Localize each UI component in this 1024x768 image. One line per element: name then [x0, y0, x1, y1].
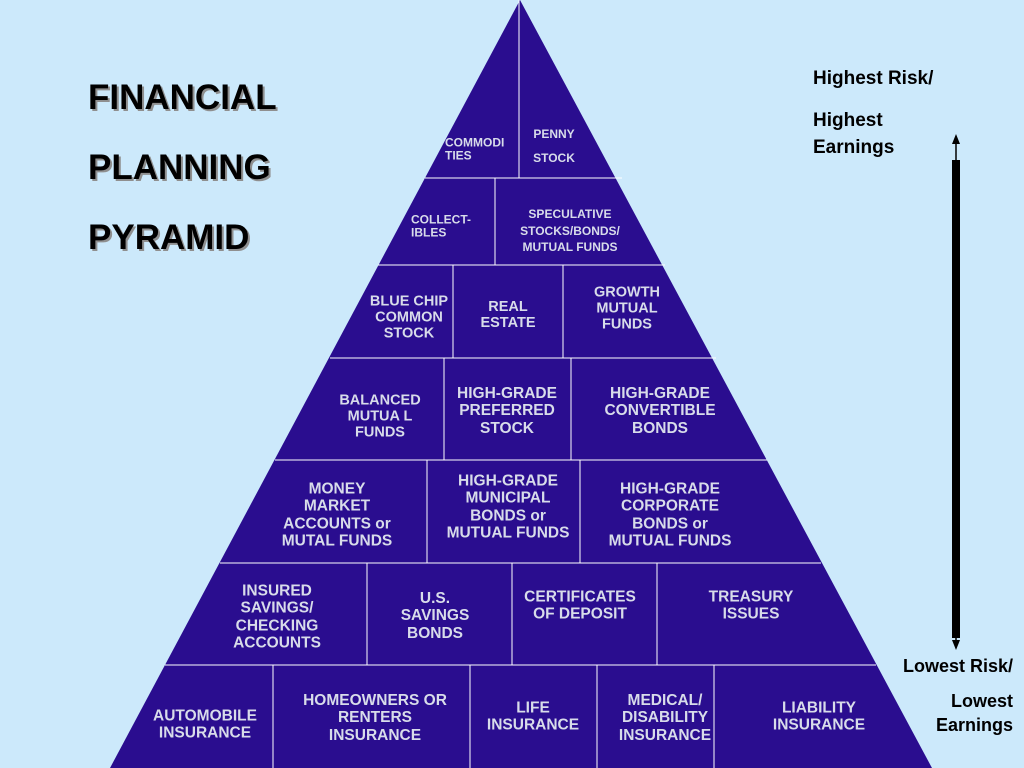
cell-label-line: RENTERS: [337, 709, 413, 727]
cell-label-line: U.S.: [419, 589, 451, 607]
cell-label-line: FUNDS: [355, 425, 405, 442]
highest-label: Highest: [813, 110, 883, 131]
cell-label-line: CHECKING: [235, 617, 319, 634]
cell-label-line: INSURANCE: [328, 726, 422, 744]
cell-label-line: BONDS: [632, 419, 688, 437]
cell-label-line: MUTUAL FUNDS: [522, 240, 618, 255]
cell-label-line: HOMEOWNERS OR: [303, 691, 447, 709]
cell-label-line: LIABILITY: [781, 699, 857, 717]
cell-label-line: COMMODI: [445, 135, 505, 150]
cell-label-line: BONDS or: [632, 515, 708, 532]
cell-label-line: MUNICIPAL: [465, 489, 551, 507]
cell-label-line: TREASURY: [708, 588, 794, 606]
cell-label-line: BONDS or: [470, 507, 546, 524]
cell-label-line: ACCOUNTS or: [283, 515, 391, 532]
cell-label-line: MUTUAL FUNDS: [608, 532, 732, 550]
highest-earnings-label: Earnings: [813, 137, 895, 158]
cell-label-line: SAVINGS: [400, 607, 470, 625]
cell-label-line: PREFERRED: [459, 402, 555, 420]
cell-label-line: CONVERTIBLE: [604, 402, 716, 420]
cell-label-line: MONEY: [308, 480, 366, 498]
cell-label-line: OF DEPOSIT: [533, 606, 627, 623]
cell-label-line: MUTUAL FUNDS: [446, 524, 570, 542]
cell-label-line: BLUE CHIP: [369, 293, 449, 310]
cell-label-line: MUTUA L: [347, 408, 413, 425]
cell-label-line: MUTUAL: [596, 300, 658, 317]
cell-label-line: ISSUES: [722, 606, 780, 623]
cell-label-line: COLLECT-: [411, 212, 471, 227]
cell-label-line: INSURANCE: [158, 725, 252, 742]
cell-label-line: HIGH-GRADE: [458, 472, 558, 490]
arrow-down-icon: [952, 640, 960, 650]
cell-label-line: SAVINGS/: [240, 599, 314, 617]
risk-arrow-bar: [952, 160, 960, 638]
cell-label-line: STOCK: [480, 419, 534, 437]
cell-label-line: STOCK: [383, 326, 435, 343]
cell-label-line: REAL: [488, 298, 528, 315]
lowest-earnings-label: Earnings: [935, 715, 1013, 735]
cell-label-line: MARKET: [303, 497, 371, 515]
pyramid-cell-collectibles: COLLECT-IBLES: [411, 212, 471, 241]
cell-label-line: BALANCED: [339, 392, 421, 409]
cell-label-line: INSURANCE: [772, 717, 866, 734]
cell-label-line: HIGH-GRADE: [457, 384, 557, 402]
cell-label-line: HIGH-GRADE: [620, 480, 720, 498]
cell-label-line: LIFE: [516, 699, 550, 717]
cell-label-line: COMMON: [375, 309, 443, 326]
cell-label-line: IBLES: [411, 226, 447, 240]
cell-label-line: AUTOMOBILE: [153, 707, 257, 725]
cell-label-line: TIES: [445, 149, 472, 163]
cell-label-line: ACCOUNTS: [233, 634, 321, 652]
cell-label-line: PENNY: [533, 127, 575, 141]
lowest-risk-label: Lowest Risk/: [902, 656, 1013, 676]
title-line-3: PYRAMID: [88, 218, 250, 257]
pyramid-grid-lines: [165, 0, 876, 768]
cell-label-line: STOCK: [533, 151, 575, 165]
cell-label-line: INSURANCE: [486, 717, 580, 734]
cell-label-line: FUNDS: [602, 317, 652, 334]
pyramid-shape: [110, 0, 932, 768]
pyramid-cell-penny-stock: PENNY STOCK: [533, 122, 575, 170]
cell-label-line: CORPORATE: [621, 497, 719, 515]
risk-arrow: [952, 134, 960, 650]
arrow-up-icon: [952, 134, 960, 144]
title-line-1: FINANCIAL: [88, 78, 277, 117]
title-line-2: PLANNING: [88, 148, 271, 187]
cell-label-line: DISABILITY: [621, 709, 709, 727]
cell-label-line: MUTAL FUNDS: [281, 532, 393, 550]
cell-label-line: GROWTH: [593, 284, 661, 301]
cell-label-line: STOCKS/BONDS/: [520, 223, 620, 238]
cell-label-line: HIGH-GRADE: [610, 384, 710, 402]
cell-label-line: MEDICAL/: [627, 691, 703, 709]
highest-risk-label: Highest Risk/: [813, 68, 934, 89]
cell-label-line: SPECULATIVE: [528, 207, 612, 222]
cell-label-line: BONDS: [407, 624, 463, 642]
cell-label-line: INSURANCE: [618, 726, 712, 744]
cell-label-line: INSURED: [242, 582, 312, 600]
lowest-label: Lowest: [950, 691, 1013, 711]
cell-label-line: CERTIFICATES: [524, 588, 636, 606]
cell-label-line: ESTATE: [480, 315, 536, 331]
